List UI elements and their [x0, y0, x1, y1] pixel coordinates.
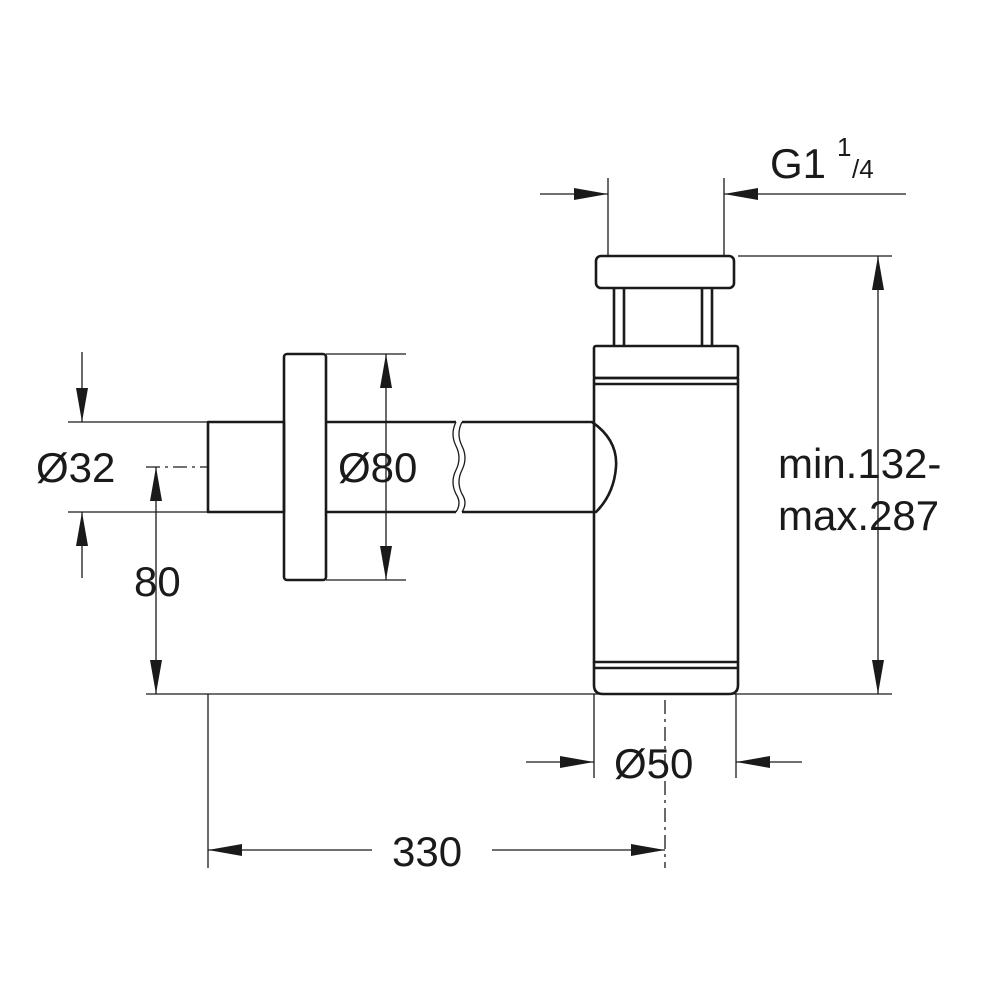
- pipe-end: [206, 420, 286, 514]
- thread-fraction-denominator: /4: [852, 154, 874, 184]
- wall-rosette: [282, 352, 328, 582]
- length-label: 330: [392, 828, 462, 875]
- pipe-break: [452, 421, 460, 513]
- trap-body: [206, 254, 740, 696]
- inlet-diameter-label: Ø32: [36, 444, 115, 491]
- dimension-labels: G1 1 /4 Ø32 Ø80 80 min.132- max.287 Ø50 …: [36, 132, 941, 875]
- thread-fraction-numerator: 1: [837, 132, 851, 162]
- thread-label: G1: [770, 140, 826, 187]
- height-min-label: min.132-: [778, 440, 941, 487]
- center-lines: [146, 466, 666, 868]
- horizontal-arm-left: [326, 420, 456, 514]
- collar: [592, 344, 740, 380]
- bottle-diameter-label: Ø50: [614, 740, 693, 787]
- horizontal-arm-right: [462, 420, 618, 514]
- top-nut: [594, 254, 736, 290]
- bottle-body: [592, 376, 740, 664]
- outlet-height-label: 80: [134, 558, 181, 605]
- extension-lines: [68, 178, 892, 868]
- dimension-lines: [76, 188, 906, 856]
- neck: [612, 288, 714, 346]
- rosette-diameter-label: Ø80: [338, 444, 417, 491]
- height-max-label: max.287: [778, 492, 939, 539]
